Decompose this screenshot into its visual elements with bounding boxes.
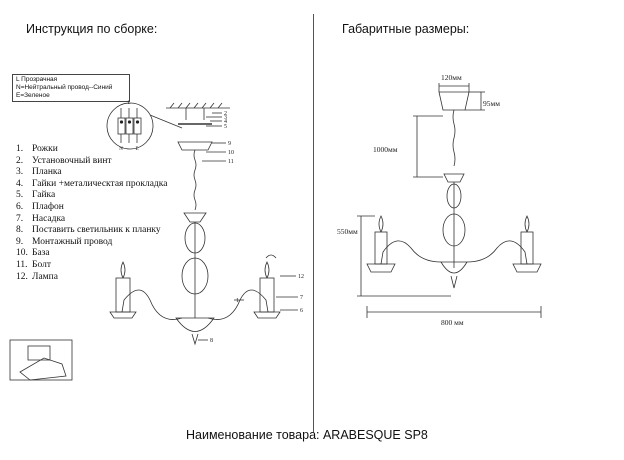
flame-bulb-left xyxy=(120,261,126,279)
list-item: 3.Планка xyxy=(16,167,62,178)
list-item: 4.Гайки +металическтая прокладка xyxy=(16,178,168,189)
wiring-legend-line: E=Зеленое xyxy=(16,92,50,99)
top-cup xyxy=(183,212,207,223)
flame-bulb-left xyxy=(378,215,384,233)
terminal-block xyxy=(133,117,142,135)
canopy xyxy=(438,91,470,111)
rotate-arrow xyxy=(265,254,277,259)
finial xyxy=(450,275,458,289)
list-item: 2.Установочный винт xyxy=(16,155,112,166)
terminal-label-e: E xyxy=(135,147,138,152)
callout-11: 11 xyxy=(228,159,234,165)
dim-body-height: 550мм xyxy=(337,227,358,236)
bobeche-right xyxy=(512,263,542,273)
bobeche-right xyxy=(253,311,281,319)
arm-left xyxy=(380,240,442,265)
callout-6: 6 xyxy=(300,308,303,314)
parts-list: 1.Рожки 2.Установочный винт 3.Планка 4.Г… xyxy=(16,144,167,283)
list-item: 7.Насадка xyxy=(16,213,66,224)
flame-bulb-right xyxy=(264,261,270,279)
dim-canopy-width: 120мм xyxy=(441,73,462,82)
dim-canopy-height: 95мм xyxy=(483,99,500,108)
arm-left xyxy=(121,289,183,320)
flame-bulb-right xyxy=(524,215,530,233)
product-name: Наименование товара: ARABESQUE SP8 xyxy=(186,428,428,442)
dimension-drawing: 120мм 95мм 1000мм 550мм 800 мм xyxy=(337,73,542,327)
hand-shape xyxy=(19,357,67,381)
callout-1: 1 xyxy=(236,298,239,304)
wiring-legend-line: N=Нейтральный провод--Синий xyxy=(16,84,113,91)
canopy xyxy=(177,141,213,151)
chain xyxy=(452,109,456,167)
terminal-block xyxy=(117,117,126,135)
arm-right xyxy=(466,240,528,265)
ceiling-hatch xyxy=(169,102,223,109)
arm-right xyxy=(207,289,269,320)
wiring-legend-line: L Прозрачная xyxy=(16,76,58,83)
list-item: 12.Лампа xyxy=(16,271,58,282)
dim-total-width: 800 мм xyxy=(441,318,464,327)
terminal-label-n: N xyxy=(119,147,123,152)
terminal-block xyxy=(125,117,134,135)
dim-chain-length: 1000мм xyxy=(373,145,398,154)
finial xyxy=(191,333,199,346)
list-item: 6.Плафон xyxy=(16,201,64,212)
candle-right xyxy=(520,231,534,265)
terminal-detail-circle xyxy=(106,102,154,150)
callout-2: 2 xyxy=(224,111,227,117)
assembly-heading: Инструкция по сборке: xyxy=(26,22,158,36)
callout-3: 3 xyxy=(224,115,227,121)
callout-7: 7 xyxy=(300,295,303,301)
detail-leader xyxy=(149,114,183,129)
callout-8: 8 xyxy=(210,338,213,344)
wiring-legend: L Прозрачная N=Нейтральный провод--Синий… xyxy=(12,74,130,102)
callout-10: 10 xyxy=(228,150,234,156)
base-bowl xyxy=(440,261,468,274)
chain xyxy=(193,149,197,211)
list-item: 11.Болт xyxy=(16,259,51,270)
list-item: 10.База xyxy=(16,248,50,259)
panel-divider xyxy=(313,14,314,432)
list-item: 8.Поставить светильник к планку xyxy=(16,225,161,236)
list-item: 1.Рожки xyxy=(16,144,58,154)
callout-5: 5 xyxy=(224,124,227,130)
candle-left xyxy=(374,231,388,265)
inset-frame xyxy=(9,339,73,381)
callout-4: 4 xyxy=(224,119,227,125)
terminal-label-l: L xyxy=(127,101,130,106)
callout-12: 12 xyxy=(298,274,304,280)
list-item: 5.Гайка xyxy=(16,190,56,201)
bobeche-left xyxy=(366,263,396,273)
list-item: 9.Монтажный провод xyxy=(16,236,113,247)
bobeche-left xyxy=(109,311,137,319)
dimensions-heading: Габаритные размеры: xyxy=(342,22,470,36)
inset-box xyxy=(27,345,51,361)
top-cup xyxy=(443,173,465,183)
base-bowl xyxy=(175,317,215,332)
assembly-drawing: L N E 2 3 4 5 9 10 11 12 1 7 6 8 xyxy=(9,101,304,381)
callout-9: 9 xyxy=(228,141,231,147)
